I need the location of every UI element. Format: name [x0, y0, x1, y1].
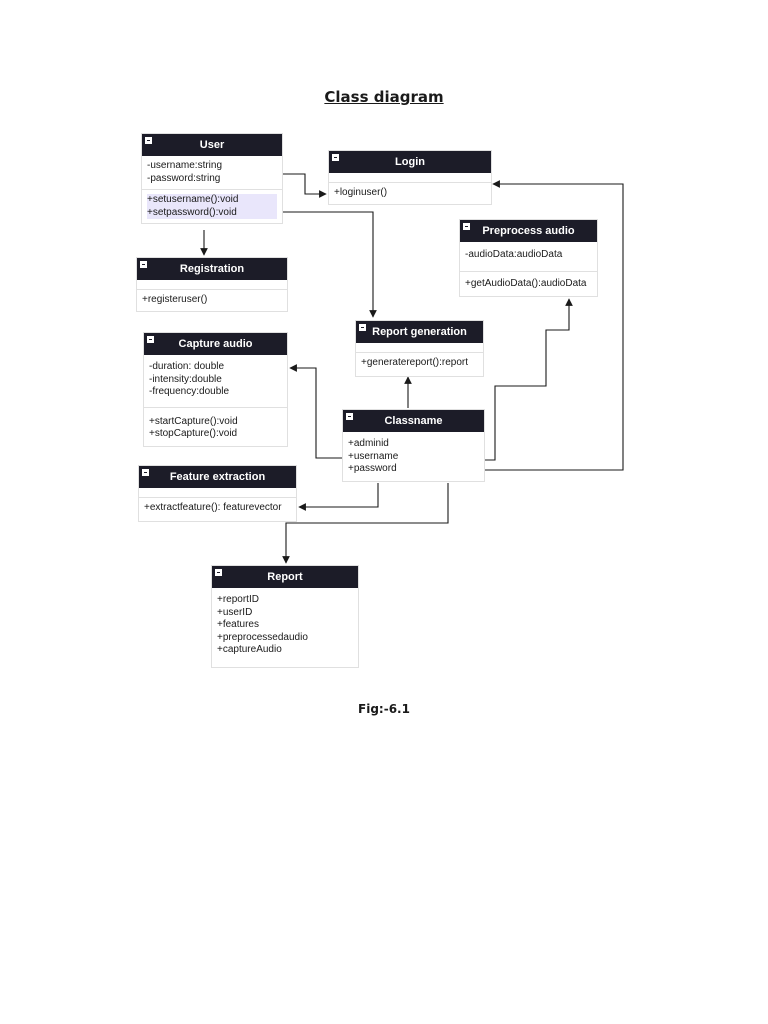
class-user[interactable]: User -username:string -password:string +…: [141, 133, 283, 224]
methods-section: +loginuser(): [329, 182, 491, 204]
class-name: Preprocess audio: [482, 225, 575, 237]
link-classname-login: [485, 180, 624, 471]
link-classname-captureaudio: [289, 364, 344, 459]
attributes-section: +adminid +username +password: [343, 432, 484, 481]
method: +getAudioData():audioData: [465, 277, 587, 289]
link-classname-featureextraction: [298, 483, 379, 511]
class-report[interactable]: Report +reportID +userID +features +prep…: [211, 565, 359, 668]
method: +stopCapture():void: [149, 428, 238, 439]
attribute: +userID: [217, 606, 253, 618]
attribute: +adminid: [348, 438, 389, 449]
attributes-section: +reportID +userID +features +preprocesse…: [212, 588, 358, 667]
diagram-title: Class diagram: [324, 88, 444, 106]
attribute: -intensity:double: [149, 373, 222, 385]
attribute: -password:string: [147, 172, 221, 184]
class-report-generation[interactable]: Report generation +generatereport():repo…: [355, 320, 484, 377]
method: +setusername():void: [147, 194, 277, 207]
class-login[interactable]: Login +loginuser(): [328, 150, 492, 205]
link-classname-preprocessaudio: [485, 298, 573, 461]
class-header: Classname: [343, 410, 484, 432]
class-name: Feature extraction: [169, 471, 266, 483]
link-user-reportgeneration: [283, 211, 377, 318]
class-header: User: [142, 134, 282, 156]
attributes-section: -username:string -password:string: [142, 156, 282, 189]
class-name: Registration: [179, 263, 245, 275]
attributes-section: -duration: double -intensity:double -fre…: [144, 355, 287, 407]
class-name: User: [199, 139, 225, 151]
methods-section: +setusername():void +setpassword():void: [142, 189, 282, 223]
class-header: Capture audio: [144, 333, 287, 355]
attribute: +reportID: [217, 594, 259, 605]
methods-section: +generatereport():report: [356, 352, 483, 376]
class-header: Preprocess audio: [460, 220, 597, 242]
method: +startCapture():void: [149, 415, 238, 427]
methods-section: +registeruser(): [137, 289, 287, 311]
class-name: Login: [395, 156, 425, 168]
class-header: Report generation: [356, 321, 483, 343]
figure-caption: Fig:-6.1: [358, 702, 410, 716]
class-classname[interactable]: Classname +adminid +username +password: [342, 409, 485, 482]
empty-attributes-section: [356, 343, 483, 352]
link-user-login: [283, 173, 327, 198]
class-name: Capture audio: [178, 338, 253, 350]
link-classname-report: [282, 483, 449, 564]
method: +loginuser(): [334, 187, 388, 198]
attribute: +username: [348, 450, 399, 462]
method: +setpassword():void: [147, 206, 277, 219]
attribute: -frequency:double: [149, 386, 230, 397]
class-header: Feature extraction: [139, 466, 296, 488]
minus-square-icon[interactable]: [145, 137, 152, 144]
minus-square-icon[interactable]: [142, 469, 149, 476]
methods-section: +extractfeature(): featurevector: [139, 497, 296, 521]
method: +generatereport():report: [361, 357, 469, 368]
class-registration[interactable]: Registration +registeruser(): [136, 257, 288, 312]
class-name: Classname: [384, 415, 443, 427]
class-feature-extraction[interactable]: Feature extraction +extractfeature(): fe…: [138, 465, 297, 522]
method: +extractfeature(): featurevector: [144, 502, 282, 513]
attribute: -duration: double: [149, 361, 225, 372]
minus-square-icon[interactable]: [140, 261, 147, 268]
attribute: +password: [348, 463, 397, 474]
attributes-section: -audioData:audioData: [460, 242, 597, 271]
empty-attributes-section: [137, 280, 287, 289]
minus-square-icon[interactable]: [332, 154, 339, 161]
methods-section: +startCapture():void +stopCapture():void: [144, 406, 287, 446]
class-header: Registration: [137, 258, 287, 280]
method: +registeruser(): [142, 294, 208, 305]
class-name: Report: [267, 571, 303, 583]
class-header: Login: [329, 151, 491, 173]
methods-section: +getAudioData():audioData: [460, 270, 597, 297]
attribute: +preprocessedaudio: [217, 631, 308, 643]
attribute: -audioData:audioData: [465, 249, 563, 260]
class-capture-audio[interactable]: Capture audio -duration: double -intensi…: [143, 332, 288, 447]
attribute: +features: [217, 619, 259, 630]
class-preprocess-audio[interactable]: Preprocess audio -audioData:audioData +g…: [459, 219, 598, 297]
attribute: +captureAudio: [217, 644, 282, 655]
minus-square-icon[interactable]: [147, 336, 154, 343]
empty-attributes-section: [139, 488, 296, 497]
class-header: Report: [212, 566, 358, 588]
empty-attributes-section: [329, 173, 491, 182]
minus-square-icon[interactable]: [359, 324, 366, 331]
class-name: Report generation: [372, 326, 467, 338]
attribute: -username:string: [147, 160, 223, 171]
minus-square-icon[interactable]: [463, 223, 470, 230]
minus-square-icon[interactable]: [215, 569, 222, 576]
minus-square-icon[interactable]: [346, 413, 353, 420]
